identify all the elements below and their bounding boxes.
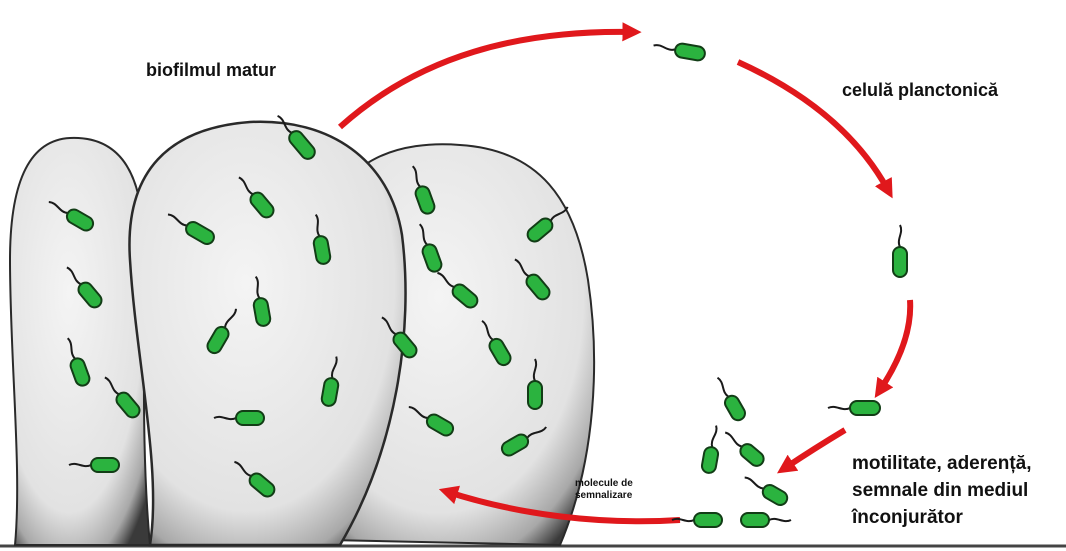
flagellum [744,477,764,490]
label-planktonic-cell: celulă planctonică [842,80,998,101]
label-motility-line-3: înconjurător [852,504,1032,531]
bacterium-body [528,381,542,409]
bacterium-body [738,441,767,468]
flagellum [653,44,675,50]
bacterium [893,225,907,277]
arrow-to-surface [880,300,910,390]
bacterium-body [91,458,119,472]
bacterium [741,513,791,527]
bacterium-body [694,513,722,527]
bacterium [828,401,880,415]
arrow-dispersal [340,32,632,127]
biofilm-tower-left [10,138,150,545]
flagellum [769,519,791,521]
flagellum [711,425,717,447]
label-signal-line-1: molecule de [575,478,633,490]
label-mature-biofilm: biofilmul matur [146,60,276,81]
arrow-attachment [785,430,845,468]
bacterium-body [893,247,907,277]
flagellum [717,377,730,397]
label-signal-molecules: molecule de semnalizare [575,478,633,502]
bacterium [741,471,790,507]
bacterium-body [674,43,706,62]
bacterium [672,513,722,527]
bacterium-body [236,411,264,425]
flagellum [828,407,850,409]
label-motility-line-1: motilitate, aderență, [852,450,1032,477]
bacterium-body [850,401,880,415]
bacterium [701,424,723,474]
bacterium-body [760,482,790,507]
label-motility-adherence: motilitate, aderență, semnale din mediul… [852,450,1032,531]
bacterium-body [701,446,719,474]
bacterium [721,427,767,469]
label-motility-line-2: semnale din mediul [852,477,1032,504]
flagellum [899,225,901,247]
mature-biofilm-towers [10,122,594,545]
bacterium-body [741,513,769,527]
bacterium [711,374,747,423]
bacterium [652,39,706,62]
bacterium-body [722,393,747,423]
flagellum [724,432,742,448]
label-signal-line-2: semnalizare [575,490,633,502]
